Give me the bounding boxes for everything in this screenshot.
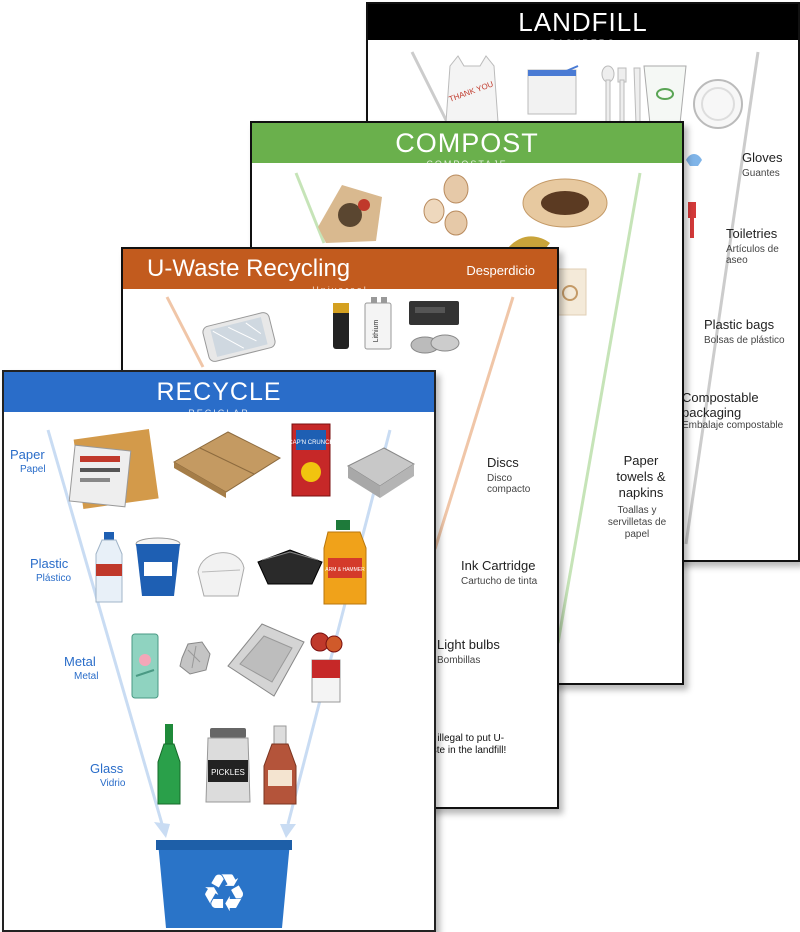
recycle-card: RECYCLE RECICLAR Paper Papel Plastic Plá…	[2, 370, 436, 932]
compostable-label: Compostable packaging	[682, 390, 759, 420]
foil-pan-image	[227, 623, 305, 697]
yogurt-tub-image	[135, 537, 181, 596]
eggshells-image	[423, 174, 469, 236]
detergent-bottle-image: ARM & HAMMER	[323, 520, 367, 605]
battery-label: Lithium	[373, 320, 380, 343]
papers-image	[68, 429, 159, 509]
uwaste-note: It is illegal to put U-waste in the land…	[419, 733, 507, 756]
gloves-label-es: Guantes	[742, 168, 780, 179]
plastic-lid-image	[693, 79, 743, 129]
clamshell-container-image	[197, 552, 245, 597]
discs-label-es: Disco compacto	[487, 473, 531, 495]
plastic-bags-label-es: Bolsas de plástico	[704, 335, 785, 346]
ziploc-bag-image	[527, 65, 579, 115]
recycle-subtitle: RECICLAR	[188, 408, 250, 418]
toiletries-label-es: Artículos de aseo	[726, 244, 779, 266]
uwaste-title-es: Desperdicio	[466, 263, 535, 278]
landfill-header: LANDFILL	[368, 4, 798, 40]
utensils-image	[601, 65, 641, 125]
plastic-cup-image	[643, 65, 687, 125]
plastic-label-es: Plástico	[36, 573, 72, 584]
recycle-funnel-arrows	[46, 429, 392, 838]
ink-cartridge-label: Ink Cartridge	[461, 558, 536, 573]
soup-can-image	[310, 632, 343, 703]
pickle-jar-image: PICKLES	[205, 728, 251, 803]
paper-label-es: Papel	[20, 464, 46, 475]
gloves-label: Gloves	[742, 150, 783, 165]
gloves-image	[686, 154, 702, 166]
compost-header: COMPOST	[252, 123, 682, 163]
glass-label: Glass	[90, 761, 124, 776]
uwaste-subtitle: Universal	[312, 285, 368, 295]
batteries-image: Lithium	[333, 297, 392, 350]
paper-towels-label-es: Toallas y servilletas de papel	[607, 505, 667, 540]
food-scraps-image	[318, 185, 382, 243]
uwaste-title: U-Waste Recycling	[147, 255, 351, 282]
compost-title: COMPOST	[395, 127, 539, 158]
compostable-label-es: Embalaje compostable	[682, 420, 784, 431]
recycle-symbol-icon: ♻	[200, 864, 248, 924]
metal-label: Metal	[64, 654, 96, 669]
plastic-bags-label: Plastic bags	[704, 317, 775, 332]
compost-funnel-lines	[294, 172, 642, 644]
uwaste-header: U-Waste Recycling Desperdicio	[123, 249, 557, 289]
foil-ball-image	[179, 641, 211, 675]
metal-label-es: Metal	[74, 671, 99, 682]
cereal-text: CAP'N CRUNCH	[288, 440, 333, 446]
light-bulbs-label: Light bulbs	[437, 637, 500, 652]
recycle-bin-image	[156, 840, 292, 928]
recycle-header: RECYCLE	[4, 372, 434, 412]
uwaste-funnel-lines	[165, 296, 515, 550]
toiletries-label: Toiletries	[726, 226, 778, 241]
paper-label: Paper	[10, 447, 45, 462]
plastic-label: Plastic	[30, 556, 69, 571]
smartphone-image	[202, 312, 276, 362]
plastic-bag-image: THANK YOU	[445, 55, 499, 123]
napkin-image	[553, 268, 587, 316]
paper-towels-label: Paper towels & napkins	[616, 453, 666, 500]
laptop-battery-image	[409, 301, 460, 354]
takeout-container-image	[257, 549, 323, 585]
arizona-can-image	[131, 633, 159, 699]
landfill-title: LANDFILL	[518, 6, 648, 37]
cereal-box-image: CAP'N CRUNCH	[288, 423, 334, 497]
recycle-title: RECYCLE	[156, 377, 282, 406]
landfill-subtitle: BASURERO	[549, 38, 617, 48]
razor-image	[688, 202, 696, 238]
green-bottle-image	[157, 724, 181, 805]
jar-text: PICKLES	[211, 768, 245, 777]
water-bottle-image	[95, 532, 123, 603]
detergent-text: ARM & HAMMER	[325, 567, 365, 573]
landfill-funnel-lines	[410, 51, 760, 545]
sauce-bottle-image	[263, 725, 297, 805]
compost-subtitle: COMPOSTAJE	[426, 159, 508, 169]
glass-label-es: Vidrio	[100, 778, 126, 789]
cardboard-box-image	[172, 431, 282, 498]
coffee-filter-image	[522, 178, 608, 228]
ink-cartridge-label-es: Cartucho de tinta	[461, 576, 538, 587]
light-bulbs-label-es: Bombillas	[437, 655, 481, 666]
egg-carton-image	[346, 447, 415, 498]
discs-label: Discs	[487, 455, 519, 470]
